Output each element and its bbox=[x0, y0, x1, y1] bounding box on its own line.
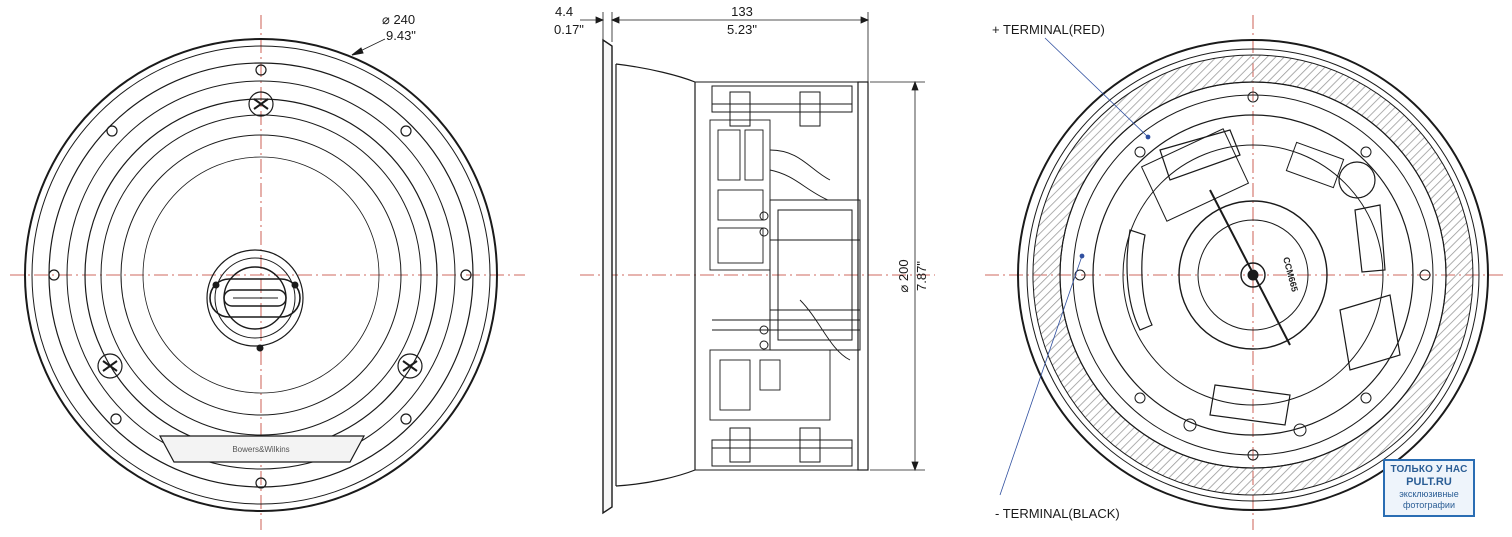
tweeter-assembly bbox=[206, 249, 304, 352]
side-clamp-bottom bbox=[711, 427, 853, 467]
front-view bbox=[10, 15, 525, 530]
flange-thickness-mm: 4.4 bbox=[555, 4, 573, 19]
grille-outer-ring bbox=[24, 38, 498, 512]
rear-terminal-block bbox=[1140, 128, 1345, 222]
front-diameter-in: 9.43" bbox=[386, 28, 416, 43]
logo-plate bbox=[158, 435, 366, 463]
woofer-cone bbox=[120, 134, 402, 416]
watermark-line1: ТОЛЬКО У НАС bbox=[1390, 464, 1468, 475]
woofer-cone-inner bbox=[142, 156, 380, 394]
cutout-diameter-in: 7.87" bbox=[914, 261, 929, 291]
side-dimension-lines bbox=[580, 12, 925, 472]
flange-thickness-in: 0.17" bbox=[554, 22, 584, 37]
grille-ring-4 bbox=[66, 80, 456, 470]
rear-magnet-outer bbox=[1178, 200, 1328, 350]
terminal-leaders bbox=[999, 37, 1151, 496]
clamp-screw-top bbox=[248, 91, 274, 117]
side-clamp-top bbox=[711, 85, 853, 127]
clamp-screw-left bbox=[97, 353, 123, 379]
woofer-surround-inner bbox=[100, 114, 422, 436]
side-flange bbox=[602, 38, 613, 515]
watermark-line4: фотографии bbox=[1403, 500, 1455, 510]
rear-rim-2 bbox=[1026, 48, 1480, 502]
side-lower-internals bbox=[709, 299, 860, 421]
side-crossover bbox=[709, 119, 831, 271]
watermark-line2: PULT.RU bbox=[1406, 476, 1452, 488]
cutout-diameter-mm: ⌀ 200 bbox=[896, 259, 911, 292]
rear-mounting-holes bbox=[1074, 91, 1431, 461]
watermark-line3: эксклюзивные bbox=[1399, 489, 1459, 499]
mounting-holes bbox=[48, 64, 472, 489]
clamp-screw-right bbox=[397, 353, 423, 379]
rear-basket-windows bbox=[1126, 129, 1401, 426]
front-diameter-dimension bbox=[351, 38, 386, 56]
depth-in: 5.23" bbox=[727, 22, 757, 37]
negative-terminal-label: - TERMINAL(BLACK) bbox=[995, 506, 1120, 521]
rear-outer-rim bbox=[1017, 39, 1489, 511]
brand-logo-text: Bowers&Wilkins bbox=[232, 445, 289, 454]
front-diameter-mm: ⌀ 240 bbox=[382, 12, 415, 27]
grille-ring-2 bbox=[31, 45, 491, 505]
watermark-badge: ТОЛЬКО У НАС PULT.RU эксклюзивные фотогр… bbox=[1383, 459, 1475, 517]
rear-model-label: CCM665 bbox=[1281, 256, 1300, 293]
positive-terminal-label: + TERMINAL(RED) bbox=[992, 22, 1105, 37]
side-view bbox=[580, 38, 935, 515]
side-rear-plate bbox=[857, 81, 869, 471]
rear-magnet-inner bbox=[1197, 219, 1309, 331]
depth-mm: 133 bbox=[731, 4, 753, 19]
rear-view bbox=[985, 15, 1505, 530]
rear-basket bbox=[1092, 114, 1414, 436]
